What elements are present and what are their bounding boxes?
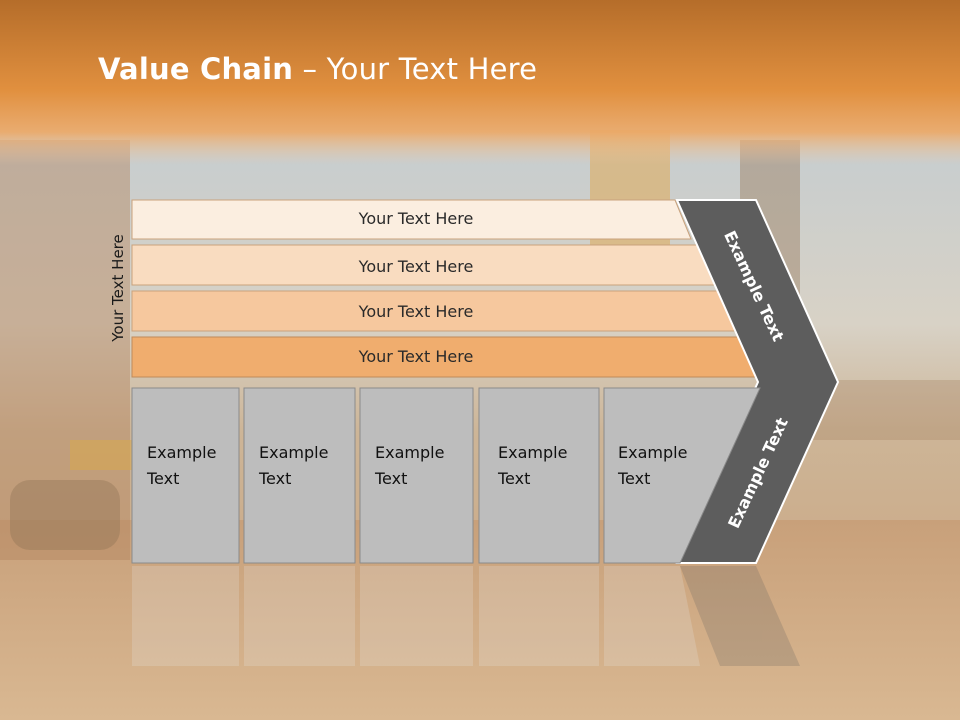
box-label-1-line2: Text bbox=[147, 469, 180, 488]
diagram-reflection bbox=[132, 566, 800, 666]
activity-box-1[interactable] bbox=[131, 387, 240, 564]
activity-box-2[interactable] bbox=[243, 387, 356, 564]
row-label-4: Your Text Here bbox=[358, 347, 474, 366]
row-label-3: Your Text Here bbox=[358, 302, 474, 321]
box-label-4-line2: Text bbox=[498, 469, 531, 488]
box-label-2-line2: Text bbox=[259, 469, 292, 488]
row-label-2: Your Text Here bbox=[358, 257, 474, 276]
title-bold: Value Chain bbox=[98, 52, 294, 86]
activity-box-5[interactable] bbox=[603, 387, 761, 564]
chevron-arrow[interactable] bbox=[675, 199, 840, 564]
activity-box-3[interactable] bbox=[359, 387, 474, 564]
box-label-5-line2: Text bbox=[618, 469, 651, 488]
row-bar-1[interactable] bbox=[131, 199, 692, 240]
row-label-1: Your Text Here bbox=[358, 209, 474, 228]
box-label-5-line1: Example bbox=[618, 443, 688, 462]
box-label-3-line2: Text bbox=[375, 469, 408, 488]
activity-box-4[interactable] bbox=[478, 387, 600, 564]
title-rest: – Your Text Here bbox=[293, 52, 538, 86]
box-label-3-line1: Example bbox=[375, 443, 445, 462]
box-label-1-line1: Example bbox=[147, 443, 217, 462]
box-label-2-line1: Example bbox=[259, 443, 329, 462]
slide-title: Value Chain – Your Text Here bbox=[98, 52, 537, 86]
box-label-4-line1: Example bbox=[498, 443, 568, 462]
